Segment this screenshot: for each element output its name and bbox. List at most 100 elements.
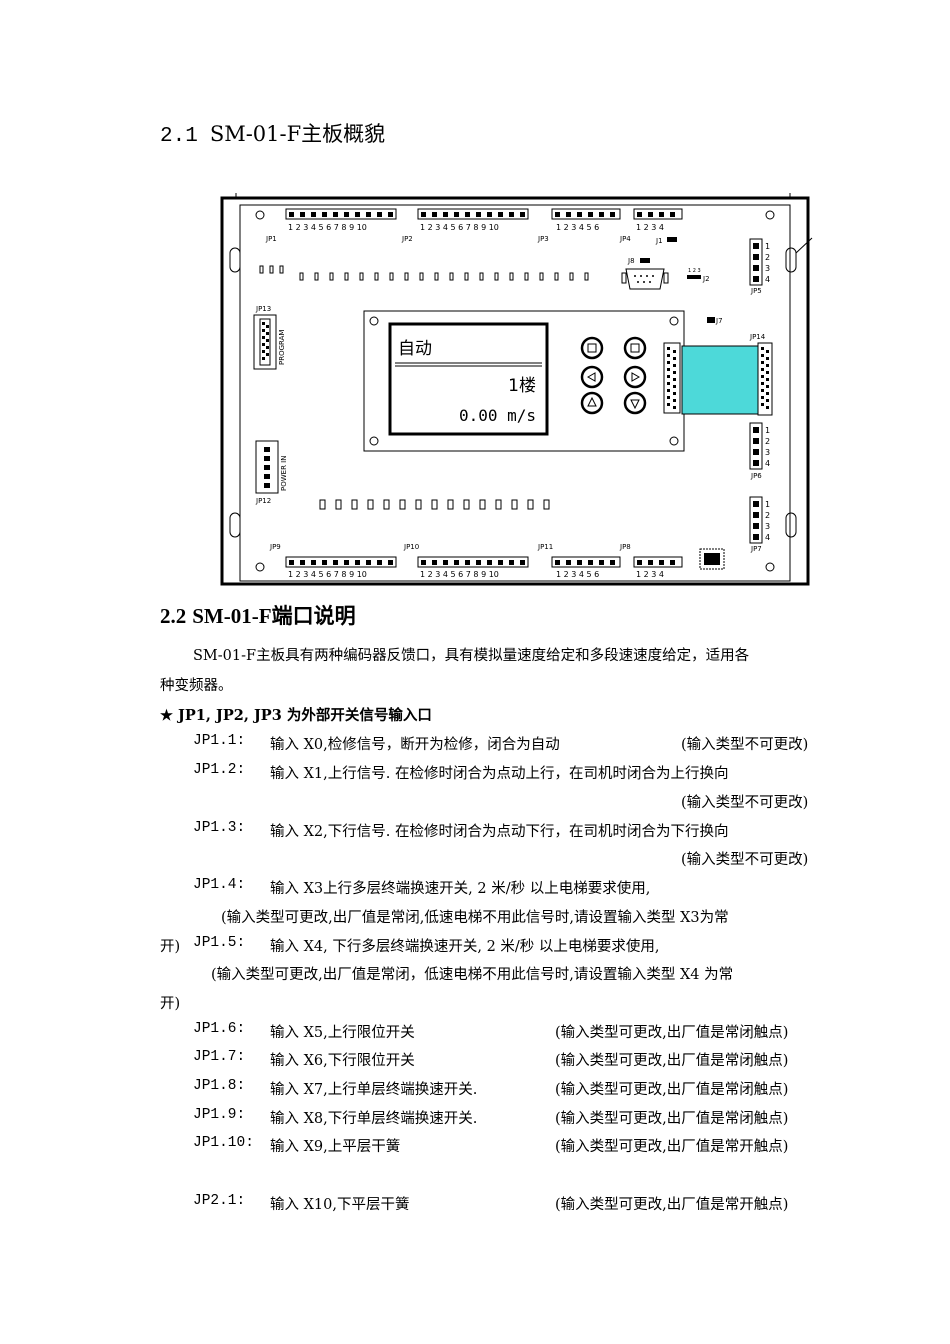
item-continuation: 开) — [160, 939, 181, 955]
lcd-speed-text: 0.00 m/s — [459, 406, 536, 425]
section-number: 2.2 — [160, 604, 187, 628]
svg-text:1 2 3: 1 2 3 — [688, 268, 701, 274]
item-label: JP1.3: — [193, 820, 246, 836]
label-jp9: JP9 — [269, 543, 281, 551]
jp-input-title: ★ JP1, JP2, JP3 为外部开关信号输入口 — [160, 707, 432, 724]
item-tag: (输入类型可更改,出厂值是常闭触点) — [555, 1111, 789, 1127]
label-program: PROGRAM — [278, 330, 286, 365]
item-label: JP1.8: — [193, 1078, 246, 1094]
label-jp3: JP3 — [537, 235, 549, 243]
connector-jp1: 1 2 3 4 5 6 7 8 9 10 JP1 — [265, 208, 397, 243]
item-desc: 输入 X9,上平层干簧 — [270, 1139, 401, 1155]
label-jp4: JP4 — [619, 235, 631, 243]
svg-text:4: 4 — [765, 533, 770, 542]
label-jp10: JP10 — [403, 543, 419, 551]
ribbon-cable — [681, 345, 759, 415]
svg-text:3: 3 — [765, 522, 770, 531]
connector-jp4: 1 2 3 4 JP4 J1 — [619, 208, 683, 245]
label-jp14: JP14 — [749, 333, 766, 341]
item-desc: 输入 X10,下平层干簧 — [270, 1197, 410, 1213]
section-number: 2.1 — [160, 125, 198, 148]
intro-line-2: 种变频器。 — [160, 678, 233, 694]
item-label: JP1.1: — [193, 733, 246, 749]
item-tag: (输入类型可更改,出厂值是常闭触点) — [555, 1053, 789, 1069]
label-j7: J7 — [715, 317, 723, 325]
connector-jp11: JP11 1 2 3 4 5 6 — [537, 543, 621, 579]
jumper-j2: 1 2 3 J2 — [687, 268, 710, 283]
pin-numbers: 1 2 3 4 5 6 7 8 9 10 — [420, 570, 499, 579]
label-j1: J1 — [655, 237, 663, 245]
item-tag: (输入类型不可更改) — [681, 737, 809, 753]
item-label: JP2.1: — [193, 1193, 246, 1209]
pin-numbers: 1 2 3 4 5 6 7 8 9 10 — [420, 223, 499, 232]
ic-chip — [699, 548, 725, 570]
intro-line-1: SM-01-F主板具有两种编码器反馈口，具有模拟量速度给定和多段速速度给定，适用… — [193, 648, 750, 664]
item-desc: 输入 X1,上行信号. 在检修时闭合为点动上行，在司机时闭合为上行换向 — [270, 766, 729, 782]
connector-jp13: JP13 PROGRAM — [253, 305, 286, 370]
connector-jp10: JP10 1 2 3 4 5 6 7 8 9 10 — [403, 543, 529, 579]
label-jp5: JP5 — [750, 287, 762, 295]
svg-text:4: 4 — [765, 459, 770, 468]
label-jp6: JP6 — [750, 472, 762, 480]
svg-text:1: 1 — [765, 242, 770, 251]
label-jp7: JP7 — [750, 545, 762, 553]
label-jp12: JP12 — [255, 497, 271, 505]
connector-jp9: JP9 1 2 3 4 5 6 7 8 9 10 — [269, 543, 397, 579]
lcd-floor-text: 1楼 — [508, 376, 536, 396]
item-desc: 输入 X6,下行限位开关 — [270, 1053, 415, 1069]
lcd-mode-text: 自动 — [398, 339, 432, 359]
item-tag: (输入类型可更改,出厂值是常闭触点) — [555, 1025, 789, 1041]
label-jp13: JP13 — [255, 305, 271, 313]
connector-jp2: 1 2 3 4 5 6 7 8 9 10 JP2 — [401, 208, 529, 243]
item-label: JP1.4: — [193, 877, 246, 893]
connector-jp3: 1 2 3 4 5 6 JP3 — [537, 208, 621, 243]
item-desc: 输入 X2,下行信号. 在检修时闭合为点动下行，在司机时闭合为下行换向 — [270, 824, 729, 840]
svg-text:1: 1 — [765, 500, 770, 509]
item-desc: 输入 X5,上行限位开关 — [270, 1025, 415, 1041]
item-desc: 输入 X8,下行单层终端换速开关. — [270, 1111, 478, 1127]
item-continuation: 开) — [160, 996, 181, 1012]
label-power-in: POWER IN — [280, 456, 288, 491]
item-tag: (输入类型不可更改) — [681, 795, 809, 811]
svg-text:2: 2 — [765, 253, 770, 262]
label-jp1: JP1 — [265, 235, 277, 243]
item-label: JP1.6: — [193, 1021, 246, 1037]
connector-jp8: JP8 1 2 3 4 — [619, 543, 683, 579]
item-desc: 输入 X3上行多层终端换速开关, 2 米/秒 以上电梯要求使用, — [270, 881, 651, 897]
pin-numbers: 1 2 3 4 5 6 — [556, 223, 599, 232]
label-j8: J8 — [627, 257, 635, 265]
item-tag: (输入类型可更改,出厂值是常闭触点) — [555, 1082, 789, 1098]
item-tag: (输入类型不可更改) — [681, 852, 809, 868]
item-desc: 输入 X0,检修信号，断开为检修，闭合为自动 — [270, 737, 560, 753]
keypad — [580, 336, 647, 415]
item-label: JP1.10: — [193, 1135, 254, 1151]
item-label: JP1.2: — [193, 762, 246, 778]
svg-text:4: 4 — [765, 275, 770, 284]
pin-numbers: 1 2 3 4 — [636, 570, 664, 579]
jumper-j7: J7 — [707, 317, 723, 325]
label-jp8: JP8 — [619, 543, 631, 551]
label-jp11: JP11 — [537, 543, 553, 551]
lcd-module: 自动 1楼 0.00 m/s — [363, 310, 685, 452]
mainboard-diagram: 1 2 3 4 5 6 7 8 9 10 JP1 1 2 3 4 5 6 7 8… — [220, 193, 813, 586]
label-j2: J2 — [702, 275, 710, 283]
item-label: JP1.9: — [193, 1107, 246, 1123]
svg-text:2: 2 — [765, 437, 770, 446]
item-desc: 输入 X4, 下行多层终端换速开关, 2 米/秒 以上电梯要求使用, — [270, 939, 660, 955]
item-tag: (输入类型可更改,出厂值是常开触点) — [555, 1197, 789, 1213]
connector-j8: J8 — [621, 257, 669, 290]
led-row-top — [259, 265, 589, 281]
svg-text:3: 3 — [765, 264, 770, 273]
pin-numbers: 1 2 3 4 5 6 — [556, 570, 599, 579]
connector-jp14: JP14 — [749, 333, 773, 416]
connector-jp5: 1 2 3 4 JP5 — [749, 238, 770, 295]
item-continuation: (输入类型可更改,出厂值是常闭,低速电梯不用此信号时,请设置输入类型 X3为常 — [221, 910, 729, 926]
led-row-bottom — [319, 499, 550, 510]
item-label: JP1.5: — [193, 935, 246, 951]
pin-numbers: 1 2 3 4 5 6 7 8 9 10 — [288, 570, 367, 579]
label-jp2: JP2 — [401, 235, 413, 243]
